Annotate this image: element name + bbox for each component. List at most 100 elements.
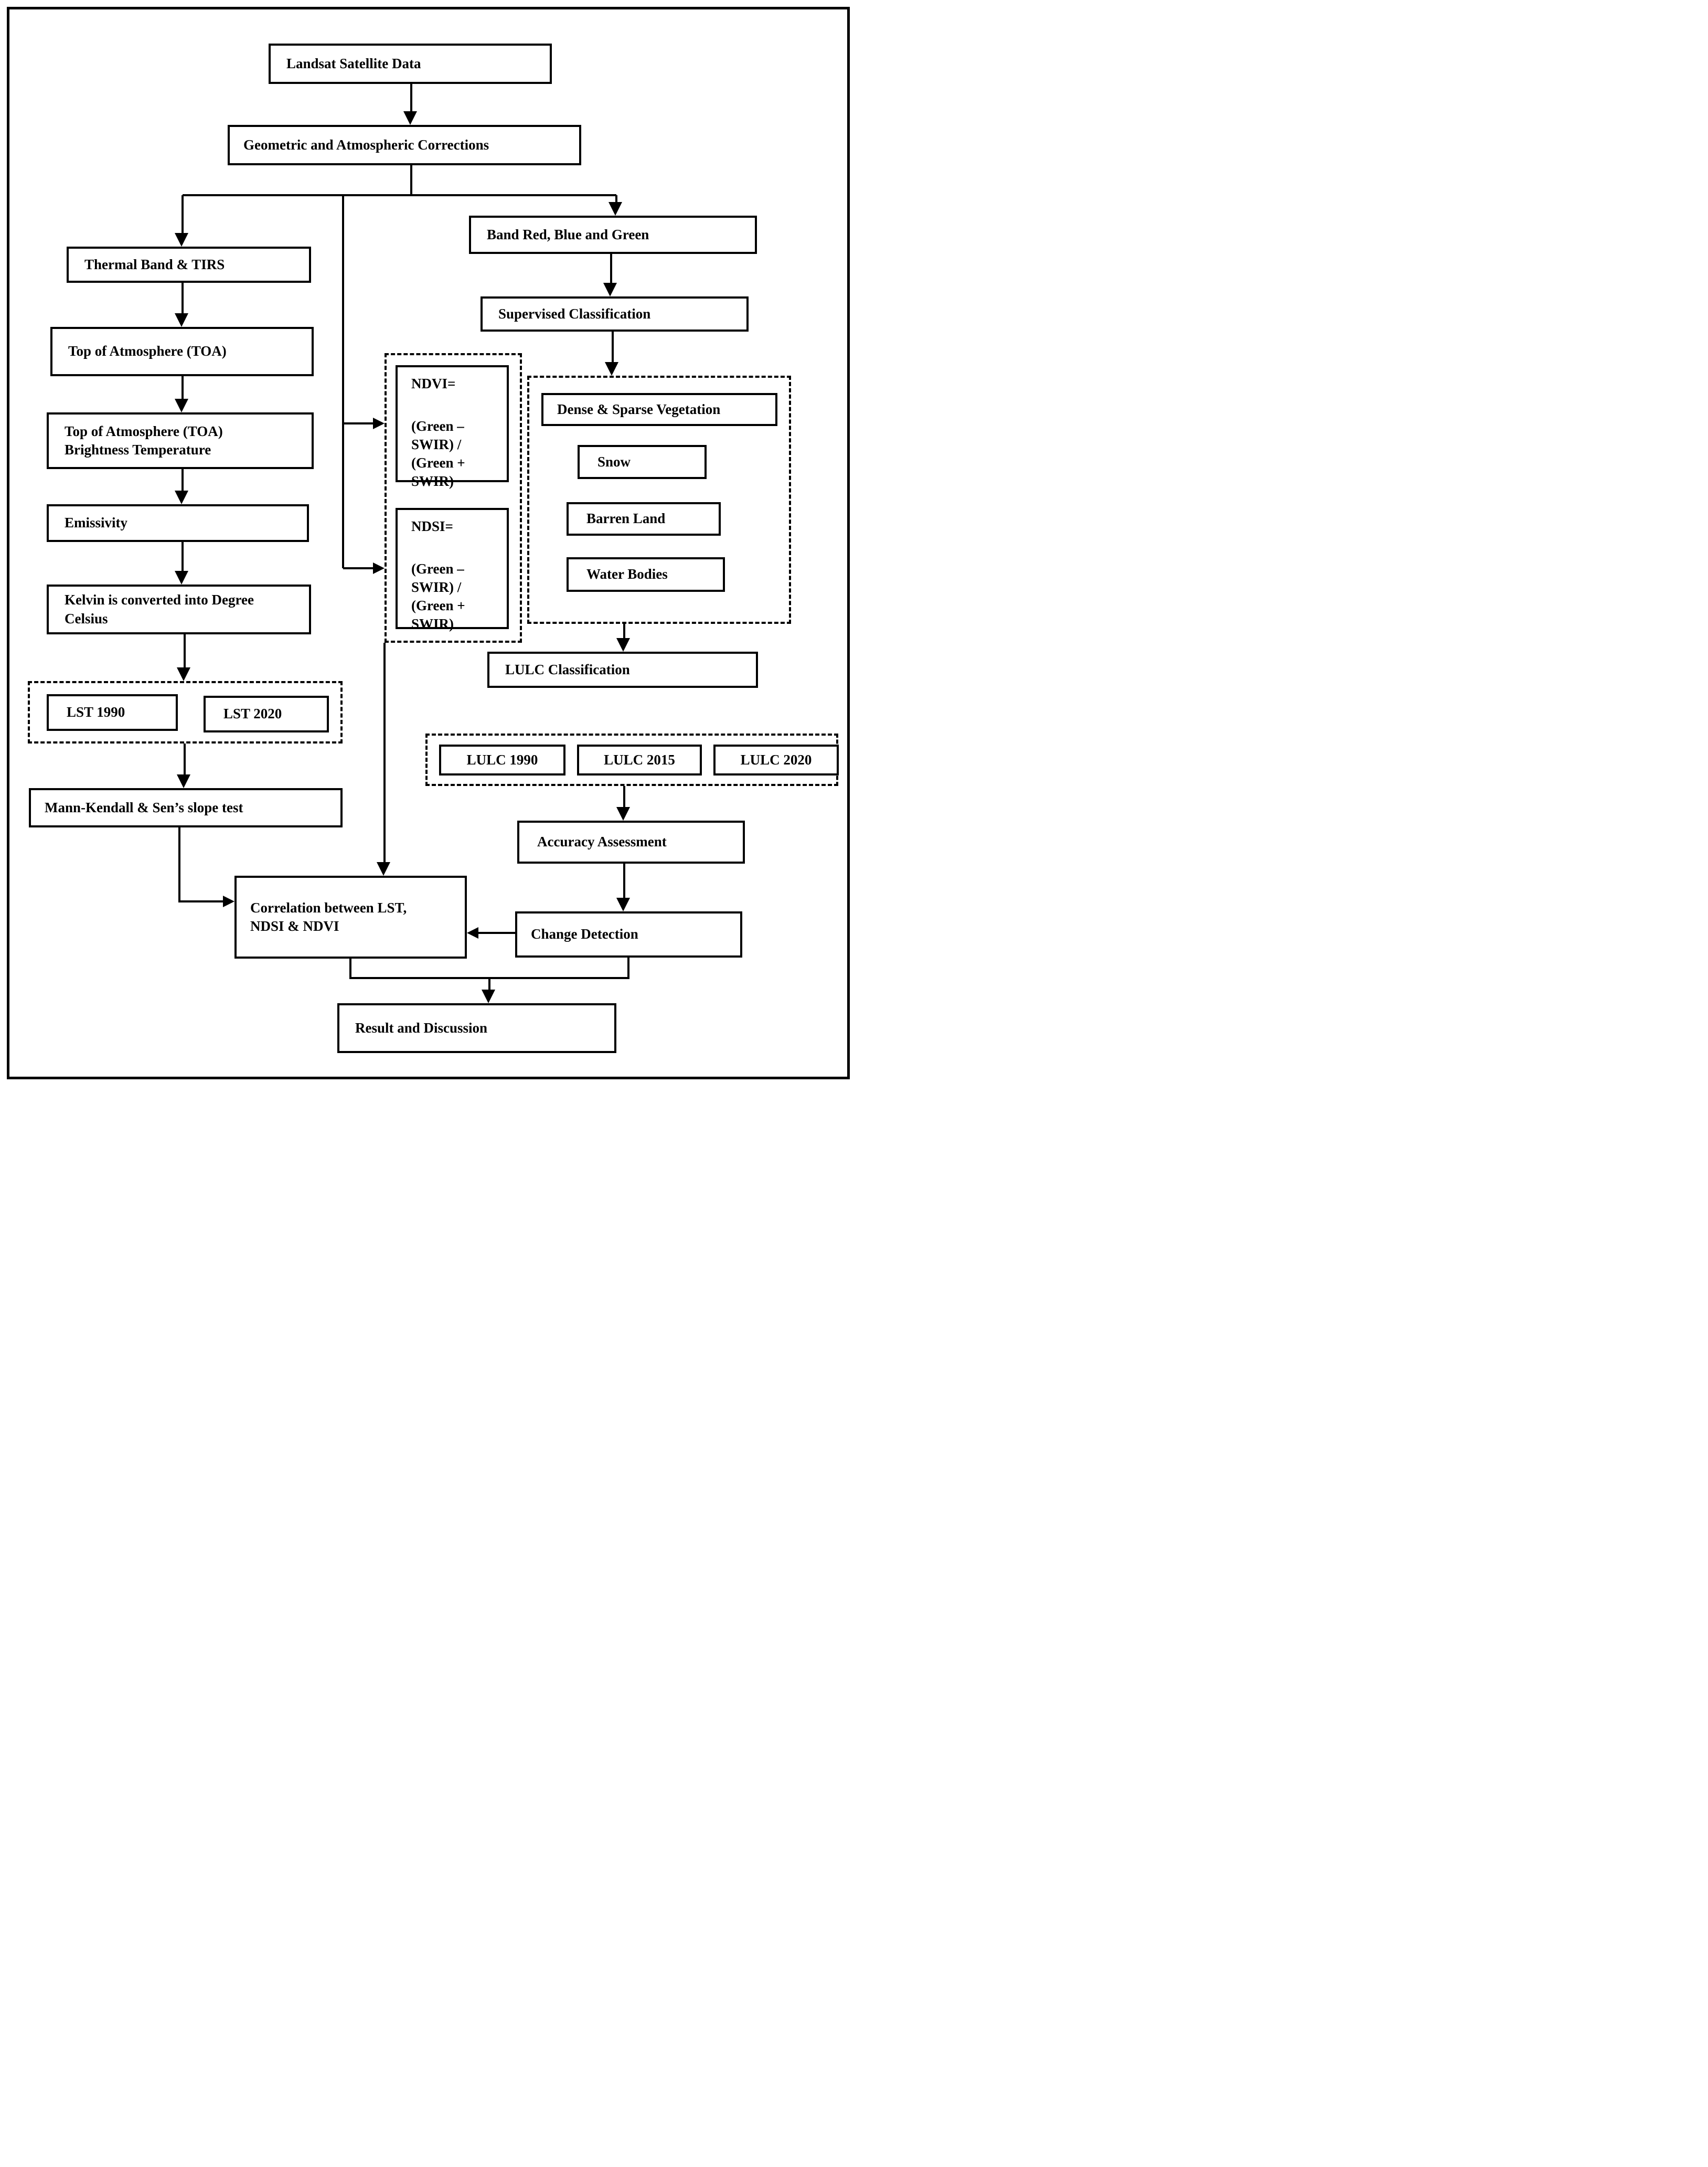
connector-feeder-ndsi (343, 567, 373, 569)
node-toa-brightness-temperature: Top of Atmosphere (TOA) Brightness Tempe… (47, 412, 314, 469)
connector-toabt-emissivity (182, 469, 184, 491)
arrowhead-split-thermal (175, 233, 188, 247)
arrowhead-lulcyears-accuracy (616, 807, 630, 821)
node-snow-label: Snow (597, 453, 631, 470)
group-lst-years (28, 681, 343, 743)
node-lulc-1990: LULC 1990 (439, 745, 565, 776)
node-lst2020-label: LST 2020 (223, 706, 282, 722)
node-lst1990-label: LST 1990 (67, 704, 125, 720)
arrowhead-toa-toabt (175, 399, 188, 412)
node-lst-2020: LST 2020 (204, 696, 329, 732)
node-gac-label: Geometric and Atmospheric Corrections (243, 136, 489, 153)
node-landsat-label: Landsat Satellite Data (286, 55, 421, 71)
node-snow: Snow (578, 445, 707, 479)
arrowhead-feeder-ndsi (373, 562, 385, 574)
node-band-red-blue-green: Band Red, Blue and Green (469, 216, 757, 254)
node-supervised-label: Supervised Classification (498, 305, 651, 322)
node-lulc-2015: LULC 2015 (577, 745, 702, 776)
arrowhead-toabt-emissivity (175, 491, 188, 504)
node-barren-land: Barren Land (567, 502, 721, 536)
arrowhead-mann-correlation (223, 896, 234, 907)
connector-change-correlation (478, 932, 515, 934)
node-lulc2020-label: LULC 2020 (740, 751, 812, 768)
connector-band-supervised (610, 254, 612, 283)
arrowhead-landsat-gac (403, 111, 417, 125)
arrowhead-change-correlation (467, 927, 478, 939)
connector-correlation-merge (349, 959, 351, 979)
node-kelvin-label: Kelvin is converted into Degree Celsius (65, 592, 254, 626)
connector-feeder-line (342, 195, 344, 568)
connector-classes-lulc (623, 624, 625, 638)
node-water-bodies: Water Bodies (567, 557, 725, 592)
node-lulc-class-label: LULC Classification (505, 661, 630, 677)
group-ndvi-ndsi (385, 353, 522, 643)
node-lulc2015-label: LULC 2015 (604, 751, 675, 768)
node-ndvi-title: NDVI= (411, 376, 456, 391)
node-toa-label: Top of Atmosphere (TOA) (68, 343, 227, 359)
connector-split-band (615, 195, 617, 202)
connector-lulcyears-accuracy (623, 786, 625, 807)
node-dense-sparse-vegetation: Dense & Sparse Vegetation (541, 393, 777, 426)
connector-mann-down (178, 827, 180, 901)
outer-border (7, 7, 850, 1079)
node-top-of-atmosphere: Top of Atmosphere (TOA) (50, 327, 314, 376)
node-lulc-classification: LULC Classification (487, 652, 758, 688)
node-water-label: Water Bodies (586, 566, 668, 582)
node-geometric-atmospheric-corrections: Geometric and Atmospheric Corrections (228, 125, 581, 165)
node-ndsi-equation: (Green – SWIR) / (Green + SWIR) (411, 561, 465, 632)
connector-split-thermal (182, 195, 184, 233)
connector-lst-mann (184, 743, 186, 774)
connector-emissivity-kelvin (182, 542, 184, 571)
arrowhead-split-band (609, 202, 622, 216)
node-lulc-2020: LULC 2020 (713, 745, 839, 776)
connector-change-merge (627, 958, 629, 979)
connector-splitter (183, 194, 616, 196)
arrowhead-classes-lulc (616, 638, 630, 652)
node-ndsi-title: NDSI= (411, 518, 453, 534)
node-barren-label: Barren Land (586, 511, 666, 527)
node-mann-kendall-sens-slope: Mann-Kendall & Sen’s slope test (29, 788, 343, 827)
node-change-detection: Change Detection (515, 911, 742, 958)
node-emissivity: Emissivity (47, 504, 309, 542)
node-result-label: Result and Discussion (355, 1019, 488, 1036)
arrowhead-supervised-classes (605, 362, 618, 376)
node-correlation-label: Correlation between LST, NDSI & NDVI (250, 899, 407, 934)
node-correlation-lst-ndsi-ndvi: Correlation between LST, NDSI & NDVI (234, 876, 467, 959)
connector-accuracy-change (623, 864, 625, 898)
node-change-label: Change Detection (531, 926, 638, 942)
flowchart-page: Landsat Satellite Data Geometric and Atm… (0, 0, 854, 1084)
node-thermal-band-tirs: Thermal Band & TIRS (67, 247, 311, 283)
node-landsat: Landsat Satellite Data (269, 44, 552, 84)
node-emissivity-label: Emissivity (65, 515, 128, 531)
node-thermal-label: Thermal Band & TIRS (84, 256, 225, 272)
arrowhead-band-supervised (603, 283, 617, 296)
arrowhead-kelvin-lst (177, 667, 190, 681)
node-accuracy-assessment: Accuracy Assessment (517, 821, 745, 864)
node-ndvi-equation: (Green – SWIR) / (Green + SWIR) (411, 418, 465, 490)
connector-supervised-classes (612, 332, 614, 362)
connector-feeder-ndvi (343, 422, 373, 424)
arrowhead-thermal-toa (175, 313, 188, 327)
node-toa-bt-label: Top of Atmosphere (TOA) Brightness Tempe… (65, 423, 223, 458)
node-result-discussion: Result and Discussion (337, 1003, 616, 1053)
connector-thermal-toa (182, 283, 184, 313)
connector-toa-toabt (182, 376, 184, 399)
node-lulc1990-label: LULC 1990 (466, 751, 538, 768)
connector-gac-stem (410, 165, 412, 195)
connector-mann-correlation (178, 900, 223, 902)
arrowhead-feeder-ndvi (373, 418, 385, 429)
arrowhead-merge-result (482, 990, 495, 1003)
connector-ndsi-correlation (383, 643, 386, 862)
connector-merge-line (349, 977, 629, 979)
node-dense-label: Dense & Sparse Vegetation (557, 401, 721, 417)
connector-kelvin-lst (184, 634, 186, 667)
node-kelvin-to-celsius: Kelvin is converted into Degree Celsius (47, 585, 311, 634)
arrowhead-lst-mann (177, 774, 190, 788)
connector-landsat-gac (410, 84, 412, 111)
arrowhead-accuracy-change (616, 898, 630, 911)
arrowhead-ndsi-correlation (377, 862, 390, 876)
node-ndsi-formula: NDSI= (Green – SWIR) / (Green + SWIR) (396, 508, 509, 632)
node-supervised-classification: Supervised Classification (481, 296, 749, 332)
node-lst-1990: LST 1990 (47, 694, 178, 731)
node-ndvi-formula: NDVI= (Green – SWIR) / (Green + SWIR) (396, 365, 509, 489)
